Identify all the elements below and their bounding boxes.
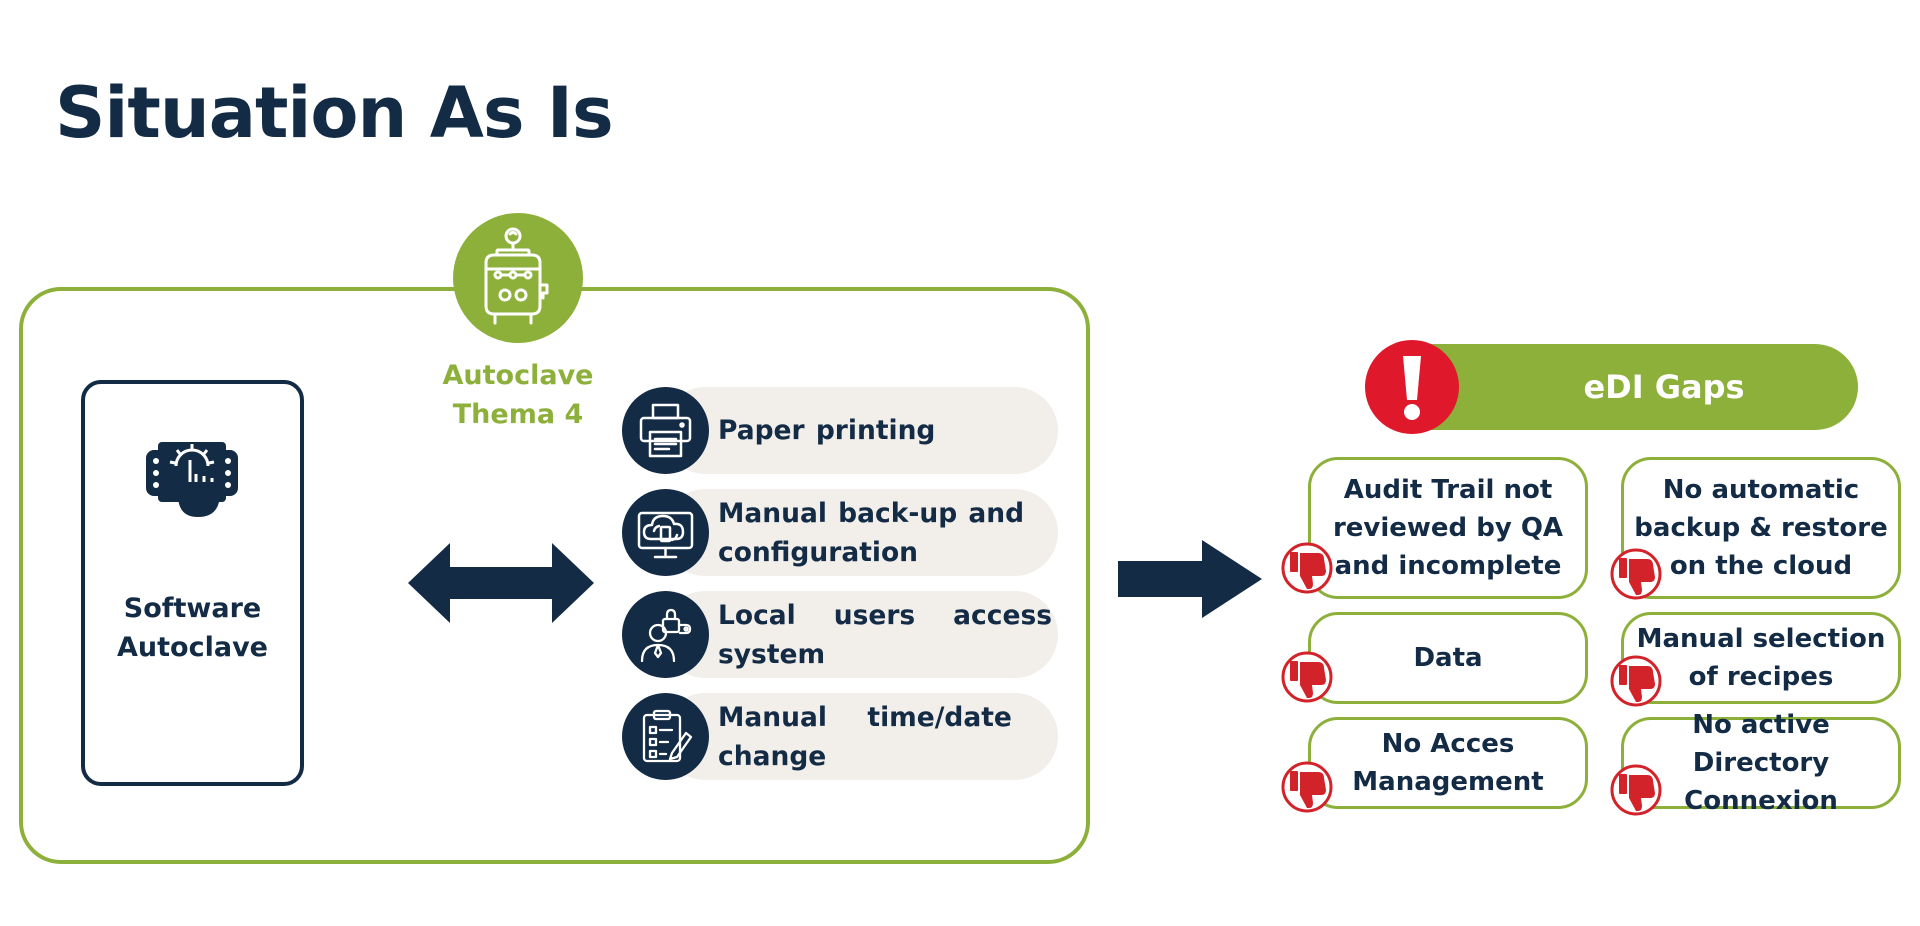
feature-text-line: Local users access xyxy=(718,599,1052,631)
feature-icon-circle xyxy=(622,489,709,576)
feature-manual-time: Manual time/date change xyxy=(622,693,1058,780)
right-arrow-icon xyxy=(1118,540,1262,618)
autoclave-badge xyxy=(453,213,583,343)
thumbs-down-icon xyxy=(1610,764,1662,816)
alert-badge xyxy=(1365,340,1459,434)
feature-icon-circle xyxy=(622,387,709,474)
feature-icon-circle xyxy=(622,591,709,678)
edi-gaps-header xyxy=(1382,344,1858,430)
gap-text-line: of recipes xyxy=(1688,662,1834,692)
exclamation-icon xyxy=(1403,356,1421,420)
gap-text-line: backup & restore xyxy=(1634,513,1888,543)
feature-text: Manual time/date change xyxy=(718,693,1052,780)
gap-text-line: reviewed by QA xyxy=(1332,513,1564,543)
thumbs-down-icon xyxy=(1281,542,1333,594)
gap-text-line: Data xyxy=(1413,643,1483,673)
feature-pill xyxy=(662,489,1058,576)
feature-text-line: Paper printing xyxy=(718,415,936,446)
thumbs-down-icon xyxy=(1610,548,1662,600)
software-autoclave-box xyxy=(81,380,304,786)
gap-text-line: Manual selection xyxy=(1636,624,1886,654)
feature-paper-printing: Paper printing xyxy=(622,387,1058,474)
feature-manual-backup: Manual back-up and configuration xyxy=(622,489,1058,576)
gap-access-management: No Acces Management xyxy=(1308,717,1588,809)
gap-text-line: No Acces xyxy=(1381,729,1515,759)
page-title: Situation As Is xyxy=(55,72,614,154)
thumbs-down-icon xyxy=(1610,655,1662,707)
autoclave-label: Autoclave Thema 4 xyxy=(420,356,616,434)
thumbs-down-icon xyxy=(1281,761,1333,813)
feature-pill xyxy=(662,693,1058,780)
autoclave-label-line: Thema 4 xyxy=(452,399,584,430)
gap-data: Data xyxy=(1308,612,1588,704)
software-label-line: Software xyxy=(123,593,262,624)
feature-text-line: system xyxy=(718,638,826,670)
gap-recipe-selection: Manual selection of recipes xyxy=(1621,612,1901,704)
software-label-line: Autoclave xyxy=(117,632,268,663)
feature-text: Paper printing xyxy=(718,387,1052,474)
edi-gaps-title: eDI Gaps xyxy=(1583,368,1745,406)
cloud-backup-icon xyxy=(637,511,694,559)
gap-active-directory: No active Directory Connexion xyxy=(1621,710,1901,816)
gap-text-line: No automatic xyxy=(1662,475,1860,505)
thumbs-down-icon xyxy=(1281,651,1333,703)
feature-icon-circle xyxy=(622,693,709,780)
feature-text-line: Manual back-up and xyxy=(718,497,1025,529)
gap-text-line: Audit Trail not xyxy=(1343,475,1553,505)
gap-text-line: No active Directory xyxy=(1692,710,1830,778)
software-label: Software Autoclave xyxy=(81,589,304,667)
feature-pill xyxy=(662,387,1058,474)
gap-automatic-backup: No automatic backup & restore on the clo… xyxy=(1621,457,1901,599)
feature-text-line: change xyxy=(718,740,827,772)
clipboard-checklist-icon xyxy=(642,709,693,763)
feature-text-line: Manual time/date xyxy=(718,701,1012,733)
gap-text-line: and incomplete xyxy=(1334,551,1562,581)
software-settings-icon xyxy=(146,442,238,517)
gap-audit-trail: Audit Trail not reviewed by QA and incom… xyxy=(1308,457,1588,599)
double-arrow-icon xyxy=(408,543,594,623)
feature-text: Manual back-up and configuration xyxy=(718,489,1052,576)
feature-local-users: Local users access system xyxy=(622,591,1058,678)
gap-text-line: on the cloud xyxy=(1669,551,1853,581)
printer-icon xyxy=(639,403,692,458)
autoclave-icon xyxy=(484,227,549,325)
autoclave-label-line: Autoclave xyxy=(442,360,594,391)
feature-pill xyxy=(662,591,1058,678)
user-lock-icon xyxy=(640,608,692,663)
gap-text-line: Connexion xyxy=(1684,786,1838,816)
gap-text-line: Management xyxy=(1352,767,1544,797)
feature-text-line: configuration xyxy=(718,536,919,568)
feature-text: Local users access system xyxy=(718,591,1052,678)
